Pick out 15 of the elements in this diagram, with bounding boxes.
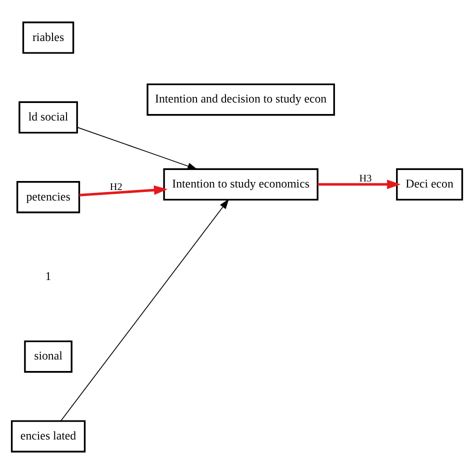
node-box: encies lated: [10, 420, 86, 452]
node-box: Intention to study economics: [163, 168, 318, 201]
node-box: Intention and decision to study econ: [146, 83, 335, 116]
node-box: ld social: [18, 101, 78, 134]
arrow: [60, 198, 229, 422]
node-box: riables: [22, 22, 74, 54]
arrow: [76, 126, 198, 170]
node-box: sional: [24, 340, 72, 373]
arrow: [318, 180, 401, 190]
node-box: petencies: [16, 181, 80, 214]
edge-label: H3: [359, 174, 372, 185]
edge-label: H2: [110, 182, 122, 194]
arrow: [79, 185, 168, 196]
node-box: Deci econ: [396, 168, 464, 201]
label: 1: [45, 269, 52, 284]
